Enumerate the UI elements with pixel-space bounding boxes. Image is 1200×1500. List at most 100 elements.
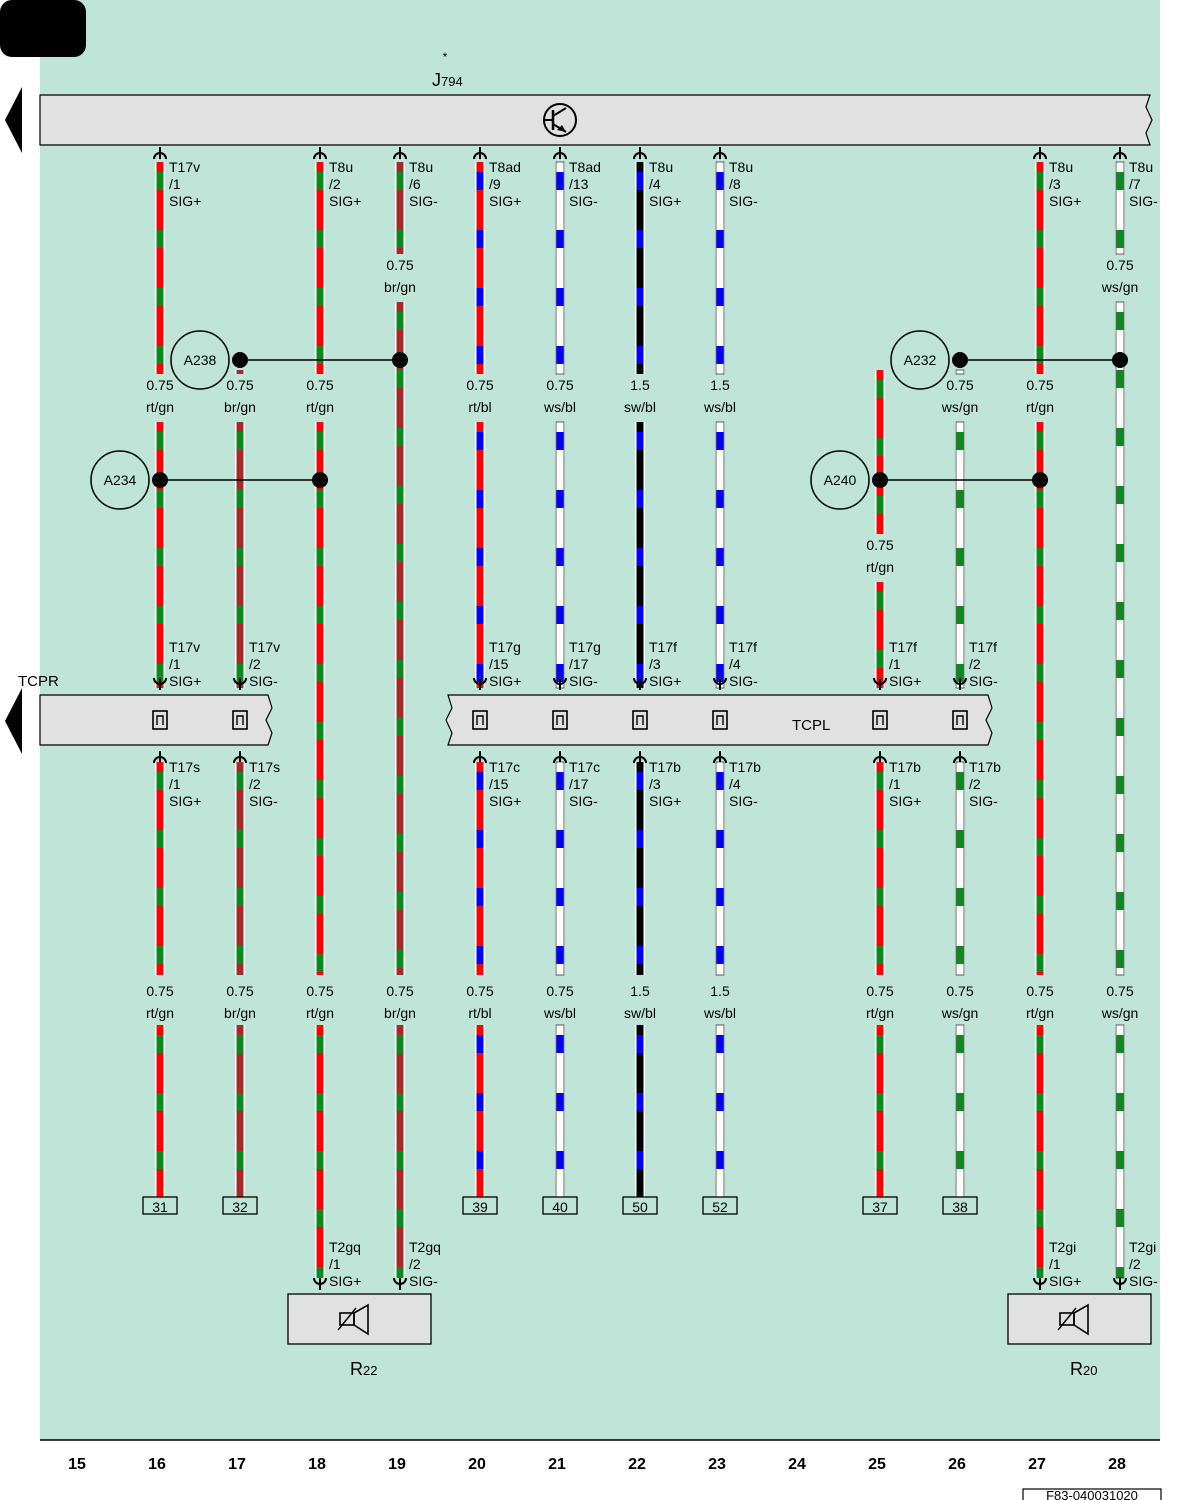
wire-col-25-bus-out-pin-line-1: /1 [889, 776, 901, 792]
wire-col-16-bus-connector-box [152, 710, 168, 730]
wire-col-21-bus-connector-pin [556, 715, 564, 725]
wire-col-21-bus-in-pin-line-0: T17g [569, 639, 601, 655]
wire-col-27-bottom-pin-icon [1033, 1277, 1047, 1290]
wire-col-19-top-pin-icon [393, 147, 407, 160]
wire-col-25-seg-b-stripe [876, 592, 884, 610]
wire-col-21-top-pin-line-2: SIG- [569, 193, 598, 209]
wire-col-25-seg-a-stripe [876, 496, 884, 514]
wire-col-16-seg-c-stripe [156, 888, 164, 906]
wire-col-23-seg-b-stripe [716, 664, 724, 682]
wire-col-21-seg-b-stripe [556, 548, 564, 566]
wire-col-28-seg-b-stripe [1116, 602, 1124, 620]
wire-col-17-bus-in-pin-line-1: /2 [249, 656, 261, 672]
wire-col-20-seg-c [475, 762, 485, 975]
wire-col-23-seg-c-stripe [716, 888, 724, 906]
wire-col-21-bus-connector-box [552, 710, 568, 730]
bus-tcpr [39, 694, 273, 746]
wire-col-18-bottom-pin-line-0: T2gq [329, 1239, 361, 1255]
wire-col-21-label-top-color: ws/bl [543, 399, 576, 415]
wire-col-22-bus-in-pin-icon [633, 677, 647, 690]
wire-col-23-seg-c-stripe [716, 772, 724, 790]
wire-col-19-seg-d-stripe [396, 1035, 404, 1053]
wire-col-22-seg-a-stripe [636, 346, 644, 364]
wire-col-23-top-pin-line-2: SIG- [729, 193, 758, 209]
wire-col-21-seg-d [555, 1024, 565, 1198]
wire-col-27-seg-b-stripe [1036, 838, 1044, 856]
wire-col-17-seg-c-stripe [236, 772, 244, 790]
wire-col-16-bus-in-pin-icon [153, 677, 167, 690]
wire-col-17-label-bottom-color: br/gn [224, 1005, 256, 1021]
wire-col-22-seg-d-stripe [636, 1035, 644, 1053]
wire-col-27-top-pin-line-2: SIG+ [1049, 193, 1081, 209]
wire-col-25-bus-out-pin-line-0: T17b [889, 759, 921, 775]
arrow-left-middle-icon [5, 688, 22, 754]
wire-col-23-top-pin-icon [713, 147, 727, 160]
speaker-r20-body [1007, 1293, 1152, 1345]
wire-col-18-seg-b [315, 422, 325, 975]
wire-col-28-seg-b-stripe [1116, 776, 1124, 794]
wire-col-21-seg-d-stripe [556, 1035, 564, 1053]
wire-col-23-seg-c-outline [715, 761, 725, 976]
wire-col-26-bus-in-pin-line-2: SIG- [969, 673, 998, 689]
wire-col-23-seg-a [715, 161, 725, 375]
loudspeaker-slash [1057, 1307, 1077, 1331]
wire-col-16-bus-out-pin-line-2: SIG+ [169, 793, 201, 809]
wire-col-19-seg-b-stripe [396, 776, 404, 794]
wire-col-28-seg-d [1115, 1024, 1125, 1279]
wire-col-23-top-pin-line-0: T8u [729, 159, 753, 175]
wire-col-26-terminal-number: 38 [952, 1199, 968, 1215]
wire-col-26-seg-b-stripe [956, 606, 964, 624]
splice-a232-node-start [952, 352, 968, 368]
wire-col-19-seg-d-stripe [396, 1093, 404, 1111]
wire-col-28-seg-d-stripe [1116, 1151, 1124, 1169]
wire-col-17-seg-c-stripe [236, 830, 244, 848]
wire-col-18-seg-b-stripe [316, 722, 324, 740]
wire-col-26-seg-d-stripe [956, 1093, 964, 1111]
wire-col-18-seg-b-stripe [316, 548, 324, 566]
wire-col-21-seg-c-outline [555, 761, 565, 976]
wire-col-25-seg-d-stripe [876, 1035, 884, 1053]
wire-col-16-seg-b-stripe [156, 548, 164, 566]
wire-col-22-bus-in-pin-line-1: /3 [649, 656, 661, 672]
wire-col-22-seg-b [635, 422, 645, 688]
wire-col-25-seg-c [875, 762, 885, 975]
wire-col-22-label-bottom-color: sw/bl [624, 1005, 656, 1021]
wire-col-27-seg-a [1035, 162, 1045, 374]
wire-col-20-bus-out-pin-line-1: /15 [489, 776, 509, 792]
splice-a234-node-start [152, 472, 168, 488]
splice-a232-circle [890, 330, 950, 390]
wire-col-25-seg-b-base [876, 582, 884, 688]
page-corner-tab [0, 0, 86, 57]
wire-col-21-bus-connector-icon [552, 710, 568, 730]
wire-col-18-seg-b-stripe [316, 838, 324, 856]
wire-col-19-seg-b-stripe [396, 892, 404, 910]
wire-col-17-seg-b-stripe [236, 664, 244, 682]
wire-col-19-seg-b-stripe [396, 312, 404, 330]
wire-col-18-seg-b-stripe [316, 432, 324, 450]
wire-col-19-seg-d [395, 1025, 405, 1278]
wire-col-28-seg-a-stripe [1116, 172, 1124, 190]
wire-col-19-seg-b [395, 302, 405, 975]
wire-col-21-label-bottom-color: ws/bl [543, 1005, 576, 1021]
wire-col-20-label-top-color: rt/bl [468, 399, 491, 415]
wire-col-16-top-pin-line-0: T17v [169, 159, 200, 175]
splice-a240-node-start [872, 472, 888, 488]
wire-col-25-bus-in-pin-icon [873, 677, 887, 690]
wire-col-20-seg-d-stripe [476, 1093, 484, 1111]
wire-col-28-seg-b-stripe [1116, 370, 1124, 388]
splice-a234: A234 [90, 450, 328, 510]
wire-col-19-seg-d-stripe [396, 1151, 404, 1169]
wire-col-27-seg-a-stripe [1036, 172, 1044, 190]
wire-col-26-seg-c-stripe [956, 830, 964, 848]
column-number-26: 26 [948, 1456, 966, 1473]
wire-col-27-seg-a-base [1036, 162, 1044, 374]
wire-col-26-bus-connector-pin [956, 715, 964, 725]
wire-col-21-top-pin-icon [553, 147, 567, 160]
splice-a234-node-end [312, 472, 328, 488]
wire-col-18-seg-b-stripe [316, 896, 324, 914]
wire-col-17-bus-in-pin-icon [233, 677, 247, 690]
wire-col-22-seg-b-stripe [636, 548, 644, 566]
wire-col-18-seg-a-stripe [316, 346, 324, 364]
wire-col-27-seg-b-stripe [1036, 432, 1044, 450]
wire-col-25-bus-in-pin-line-0: T17f [889, 639, 917, 655]
